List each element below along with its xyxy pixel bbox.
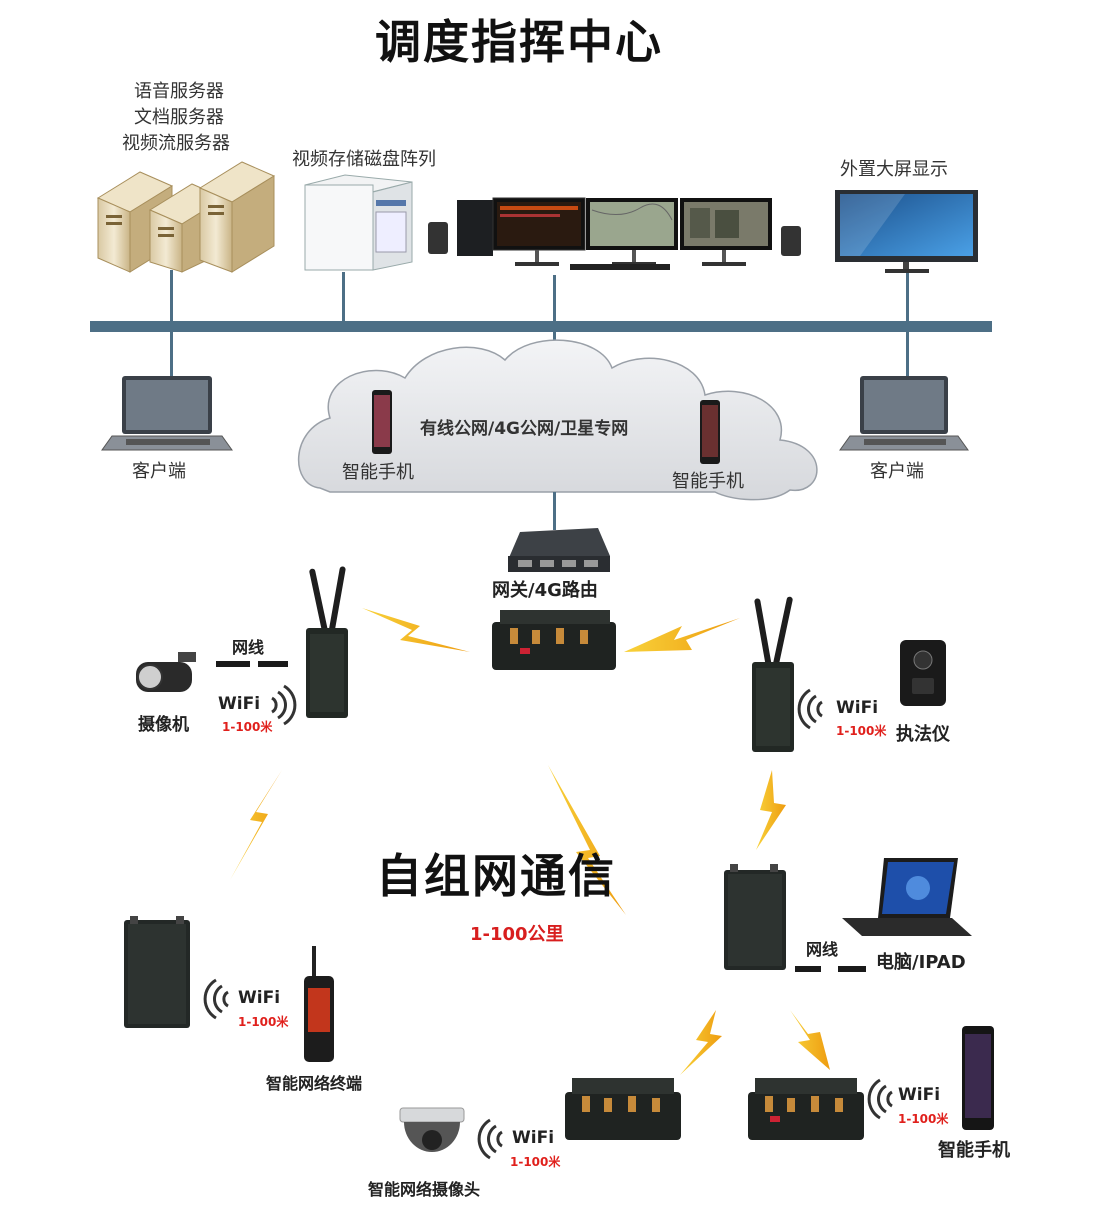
cable-segments-right <box>795 966 866 972</box>
client-label-right: 客户端 <box>870 461 924 482</box>
range-label-right-top: 1-100米 <box>836 724 887 738</box>
range-label-bottom-center: 1-100米 <box>510 1155 561 1169</box>
drop-monitors <box>553 275 556 375</box>
body-camera-icon <box>900 640 946 706</box>
wifi-icon-bottom-right <box>867 1078 893 1120</box>
wifi-icon-bottom-center <box>477 1118 503 1160</box>
storage-label: 视频存储磁盘阵列 <box>292 149 436 170</box>
mesh-node-bottom-left <box>565 1078 681 1140</box>
smartphone-icon-right <box>700 400 720 464</box>
lightning-bolt <box>680 1010 722 1075</box>
gateway-label: 网关/4G路由 <box>492 580 598 601</box>
lightning-bolt <box>790 1010 830 1070</box>
large-display-icon <box>835 190 978 273</box>
display-label: 外置大屏显示 <box>840 159 948 180</box>
workstation-monitors-icon <box>428 197 801 270</box>
page-title: 调度指挥中心 <box>375 15 663 69</box>
wifi-label-bottom-center: WiFi <box>512 1128 555 1148</box>
client-label-left: 客户端 <box>132 461 186 482</box>
dome-camera-icon <box>399 1107 465 1152</box>
adhoc-range: 1-100公里 <box>470 924 564 945</box>
cable-label-right: 网线 <box>806 940 839 959</box>
wifi-icon-right-top <box>797 688 823 730</box>
laptop-icon-left <box>101 376 233 451</box>
bottom-phone-label: 智能手机 <box>938 1140 1010 1161</box>
computer-label: 电脑/IPAD <box>876 952 966 973</box>
manpack-radio-left <box>306 566 348 718</box>
cloud-phone-left-label: 智能手机 <box>342 462 414 483</box>
server-label-video: 视频流服务器 <box>122 133 230 154</box>
range-label-left-top: 1-100米 <box>222 720 273 734</box>
server-label-voice: 语音服务器 <box>134 81 224 102</box>
mesh-base-station-left <box>124 916 190 1028</box>
wifi-label-left-top: WiFi <box>218 694 261 714</box>
network-cloud <box>298 339 818 501</box>
cloud-label: 有线公网/4G公网/卫星专网 <box>420 419 629 439</box>
smartphone-icon-bottom <box>962 1026 994 1130</box>
camera-label: 摄像机 <box>138 715 189 735</box>
drop-display <box>906 272 909 322</box>
drop-storage <box>342 272 345 322</box>
wifi-label-right-top: WiFi <box>836 698 879 718</box>
cable-label-left: 网线 <box>232 638 265 657</box>
range-label-left-bottom: 1-100米 <box>238 1015 289 1029</box>
mesh-node-center <box>492 610 616 670</box>
range-label-bottom-right: 1-100米 <box>898 1112 949 1126</box>
lightning-bolt <box>624 618 740 652</box>
smartphone-icon-left <box>372 390 392 454</box>
adhoc-title: 自组网通信 <box>376 849 616 903</box>
cctv-camera-icon <box>136 652 196 692</box>
lightning-bolt <box>756 770 786 850</box>
cable-segments-left <box>216 661 288 667</box>
router-icon <box>508 528 610 572</box>
lightning-bolt <box>548 765 626 915</box>
server-icon <box>96 161 276 273</box>
cloud-phone-right-label: 智能手机 <box>672 471 744 492</box>
ipcam-label: 智能网络摄像头 <box>368 1180 481 1199</box>
server-label-document: 文档服务器 <box>134 107 224 128</box>
backbone-bus <box>90 321 992 332</box>
drop-servers <box>170 270 173 322</box>
drop-client-left <box>170 332 173 378</box>
drop-client-right <box>906 332 909 378</box>
mesh-node-bottom-right <box>748 1078 864 1140</box>
manpack-radio-right <box>752 596 794 752</box>
laptop-icon-right <box>839 376 969 451</box>
disk-array-icon <box>304 174 413 271</box>
wifi-label-bottom-right: WiFi <box>898 1085 941 1105</box>
lightning-bolt <box>362 608 470 652</box>
laptop-icon-computer <box>842 858 972 936</box>
wifi-icon-left-top <box>271 684 297 726</box>
handheld-terminal-icon <box>304 946 334 1062</box>
terminal-label: 智能网络终端 <box>266 1074 363 1093</box>
drop-gateway <box>553 492 556 530</box>
wifi-label-left-bottom: WiFi <box>238 988 281 1008</box>
recorder-label: 执法仪 <box>896 724 950 745</box>
mesh-base-station-right <box>724 864 786 970</box>
wifi-icon-left-bottom <box>203 978 229 1020</box>
lightning-bolt <box>230 770 282 880</box>
